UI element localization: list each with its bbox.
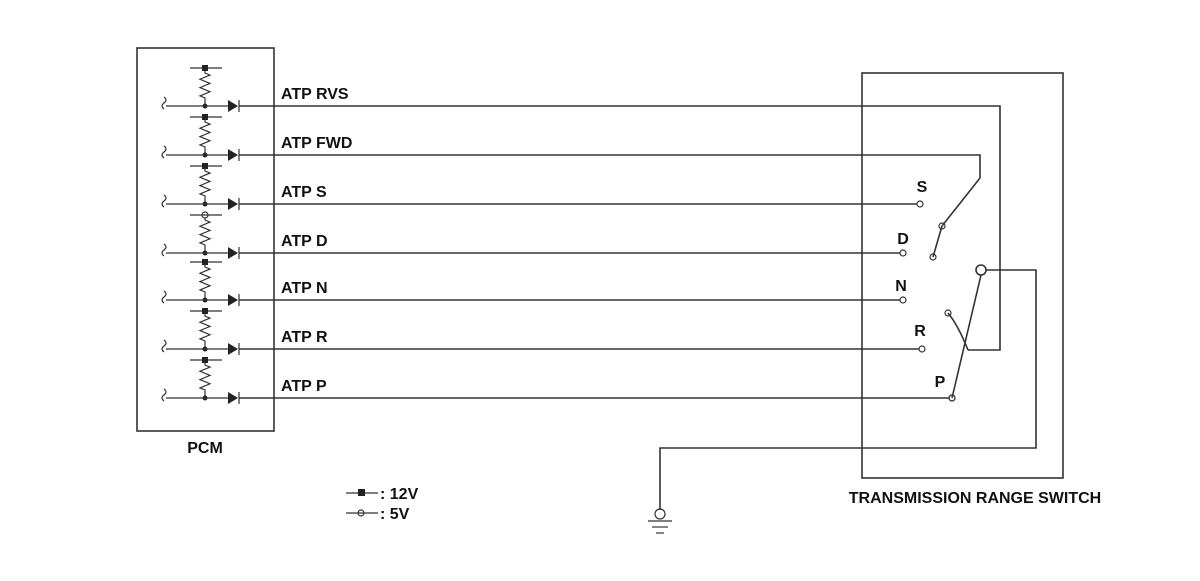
circuit-row-n: ATP N <box>161 259 907 306</box>
resistor <box>198 314 212 349</box>
supply-12v-marker <box>202 259 208 265</box>
legend-5v-marker <box>357 509 365 517</box>
position-label-r: R <box>914 323 926 340</box>
resistor <box>198 265 212 300</box>
selector-end-contact <box>948 394 956 402</box>
terminal-contact <box>899 249 907 257</box>
signal-label: ATP D <box>281 233 328 250</box>
position-label-n: N <box>895 278 907 295</box>
transmission-range-switch-box <box>861 72 1064 479</box>
diode-icon <box>228 149 238 161</box>
input-break <box>161 243 167 257</box>
switch-internals <box>659 105 1037 510</box>
selector-arm <box>951 274 982 399</box>
legend-12v-marker <box>358 489 365 496</box>
diode-icon <box>228 392 238 404</box>
r-contact-point <box>944 309 952 317</box>
signal-label: ATP N <box>281 280 328 297</box>
circuit-row-s: ATP S <box>161 163 924 210</box>
legend: : 12V : 5V <box>346 486 419 523</box>
fwd-contact-link <box>932 225 943 258</box>
input-break <box>161 96 167 110</box>
circuit-row-r: ATP R <box>161 308 926 355</box>
position-label-d: D <box>897 231 909 248</box>
fwd-contact-end <box>929 253 937 261</box>
position-label-p: P <box>935 374 946 391</box>
diode-icon <box>228 343 238 355</box>
fwd-contact-arm <box>941 177 981 227</box>
switch-label: TRANSMISSION RANGE SWITCH <box>849 490 1101 507</box>
resistor <box>198 120 212 155</box>
signal-label: ATP RVS <box>281 86 349 103</box>
diode-icon <box>228 198 238 210</box>
diode-icon <box>228 247 238 259</box>
signal-label: ATP S <box>281 184 327 201</box>
ground-icon <box>648 508 672 534</box>
supply-12v-marker <box>202 114 208 120</box>
input-break <box>161 194 167 208</box>
fwd-contact-point <box>938 222 946 230</box>
pcm-box <box>136 47 275 432</box>
resistor <box>198 218 212 253</box>
pcm-circuits: ATP RVS ATP FWD ATP S ATP D ATP N ATP R ATP P <box>161 65 956 404</box>
supply-12v-marker <box>202 163 208 169</box>
ground-wire <box>659 269 1037 510</box>
signal-label: ATP R <box>281 329 328 346</box>
common-contact <box>975 264 987 276</box>
supply-12v-marker <box>202 65 208 71</box>
diode-icon <box>228 100 238 112</box>
diode-icon <box>228 294 238 306</box>
supply-12v-marker <box>202 357 208 363</box>
pcm-label: PCM <box>187 440 223 457</box>
input-break <box>161 290 167 304</box>
resistor <box>198 71 212 106</box>
fwd-internal-wire <box>862 154 981 178</box>
position-label-s: S <box>917 179 928 196</box>
input-break <box>161 388 167 402</box>
circuit-row-fwd: ATP FWD <box>161 114 862 161</box>
legend-5v-label: : 5V <box>380 506 410 523</box>
circuit-row-p: ATP P <box>161 357 956 404</box>
terminal-contact <box>918 345 926 353</box>
legend-12v-label: : 12V <box>380 486 419 503</box>
terminal-contact <box>916 200 924 208</box>
r-contact-arc <box>947 312 969 351</box>
resistor <box>198 363 212 398</box>
terminal-contact <box>899 296 907 304</box>
input-break <box>161 145 167 159</box>
input-break <box>161 339 167 353</box>
rvs-internal-wire <box>862 105 1001 351</box>
signal-label: ATP FWD <box>281 135 352 152</box>
signal-label: ATP P <box>281 378 327 395</box>
circuit-row-rvs: ATP RVS <box>161 65 862 112</box>
resistor <box>198 169 212 204</box>
circuit-row-d: ATP D <box>161 211 907 259</box>
supply-12v-marker <box>202 308 208 314</box>
